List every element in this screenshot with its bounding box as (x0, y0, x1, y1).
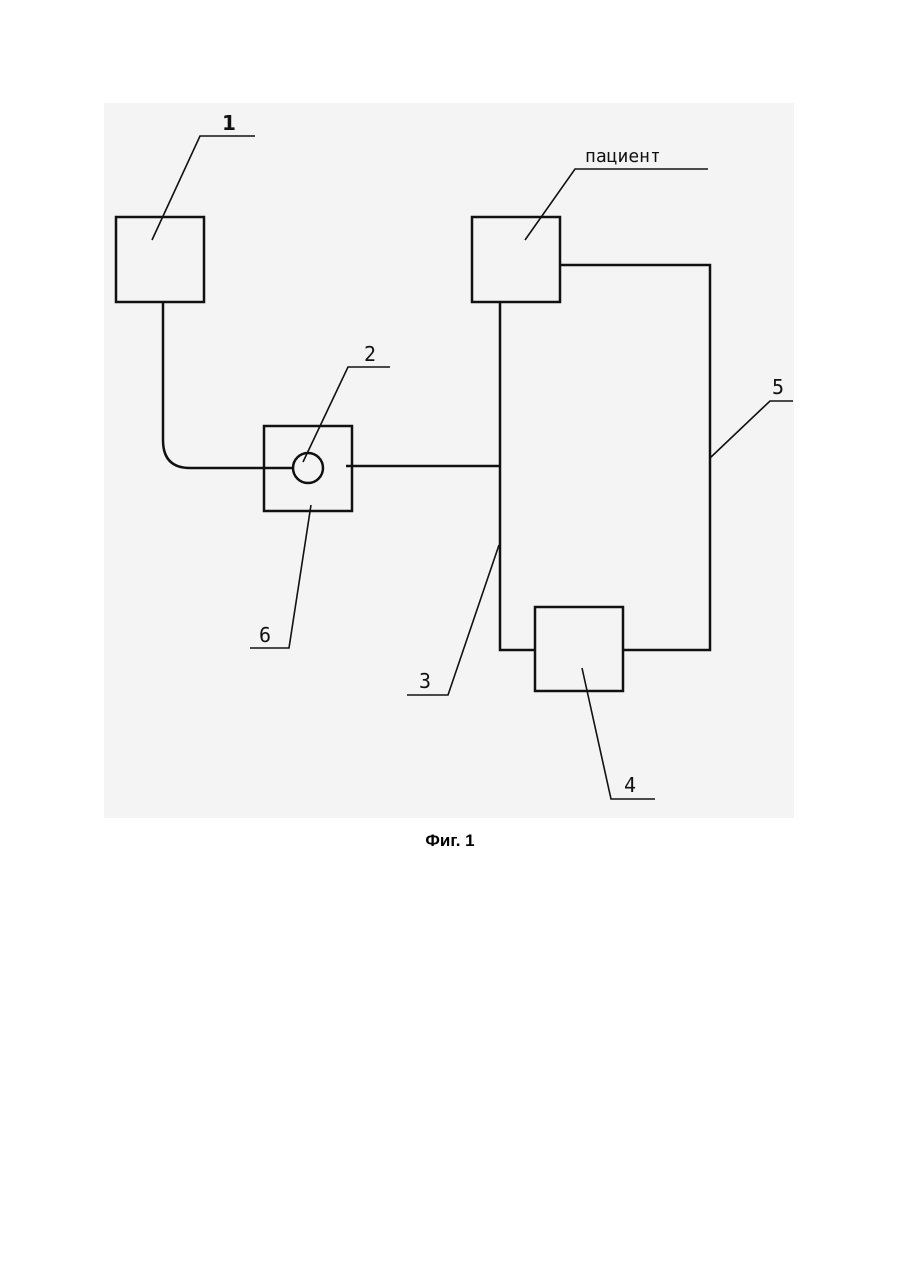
patient-block (472, 217, 560, 302)
figure-caption: Фиг. 1 (0, 831, 900, 851)
leader-5 (710, 401, 793, 458)
label-6: 6 (259, 623, 271, 647)
line-3 (500, 302, 535, 650)
label-1: 1 (222, 111, 236, 135)
block-1 (116, 217, 204, 302)
label-patient: пациент (585, 146, 661, 167)
line-block1-to-block6 (163, 302, 293, 468)
label-3: 3 (419, 669, 431, 693)
label-4: 4 (624, 773, 636, 797)
label-2: 2 (364, 342, 376, 366)
line-5 (560, 265, 710, 650)
element-2-circle (293, 453, 323, 483)
leader-patient (525, 169, 708, 240)
leader-4 (582, 668, 655, 799)
label-5: 5 (772, 375, 784, 399)
leader-2 (303, 367, 390, 462)
block-4 (535, 607, 623, 691)
